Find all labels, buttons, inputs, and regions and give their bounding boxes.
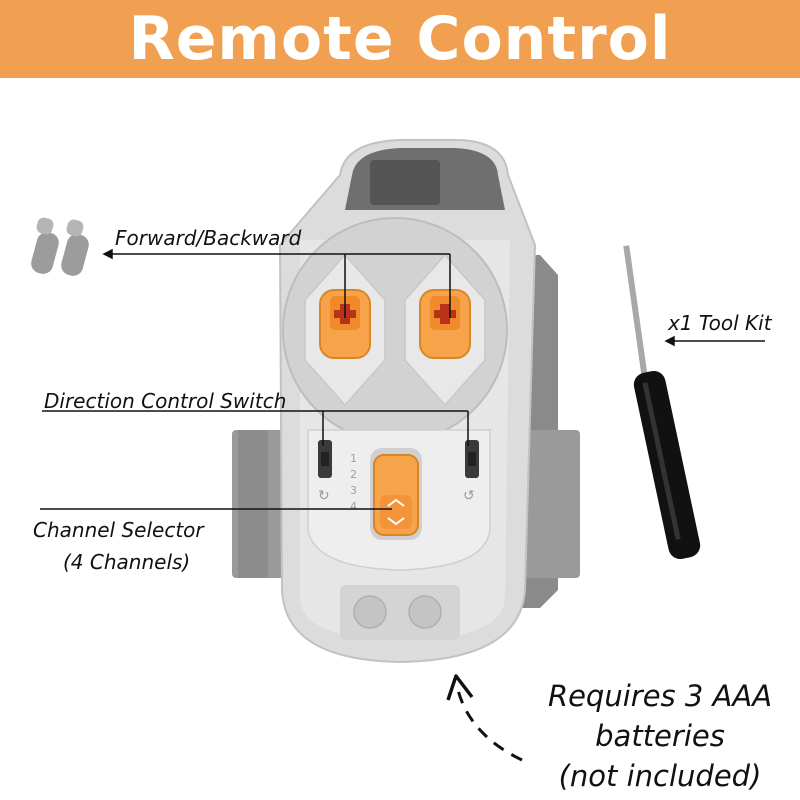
right-direction-switch[interactable]: ↺	[463, 440, 479, 504]
battery-note-line: batteries	[595, 719, 725, 753]
pin-parts	[31, 217, 89, 276]
left-lever-button[interactable]	[319, 289, 371, 359]
right-lever-button[interactable]	[419, 289, 471, 359]
channel-number: 1	[350, 452, 357, 465]
channel-number: 3	[350, 484, 357, 497]
bottom-studs	[340, 585, 460, 640]
forward-backward-label: Forward/Backward	[115, 226, 302, 250]
title-banner	[0, 0, 800, 78]
battery-note: Requires 3 AAA batteries (not included)	[520, 676, 800, 796]
lever-dial	[282, 217, 508, 443]
battery-arrow	[446, 674, 523, 762]
annotation-lines	[40, 248, 765, 510]
battery-note-line: (not included)	[558, 759, 762, 793]
page-title: Remote Control	[128, 4, 672, 74]
battery-note-line: Requires 3 AAA	[547, 679, 773, 713]
left-direction-switch[interactable]: ↻	[318, 440, 332, 504]
svg-text:↺: ↺	[463, 488, 475, 504]
svg-text:↻: ↻	[318, 488, 330, 504]
channel-slider[interactable]	[373, 454, 419, 536]
channel-numbers: 1 2 3 4	[350, 452, 357, 513]
direction-switch-label: Direction Control Switch	[44, 389, 287, 413]
tool-kit-label: x1 Tool Kit	[668, 311, 772, 335]
channel-number: 2	[350, 468, 357, 481]
channel-number: 4	[350, 500, 357, 513]
channel-count-label: (4 Channels)	[63, 550, 191, 574]
screwdriver-tool	[623, 245, 701, 560]
channel-selector-label: Channel Selector	[33, 518, 204, 542]
